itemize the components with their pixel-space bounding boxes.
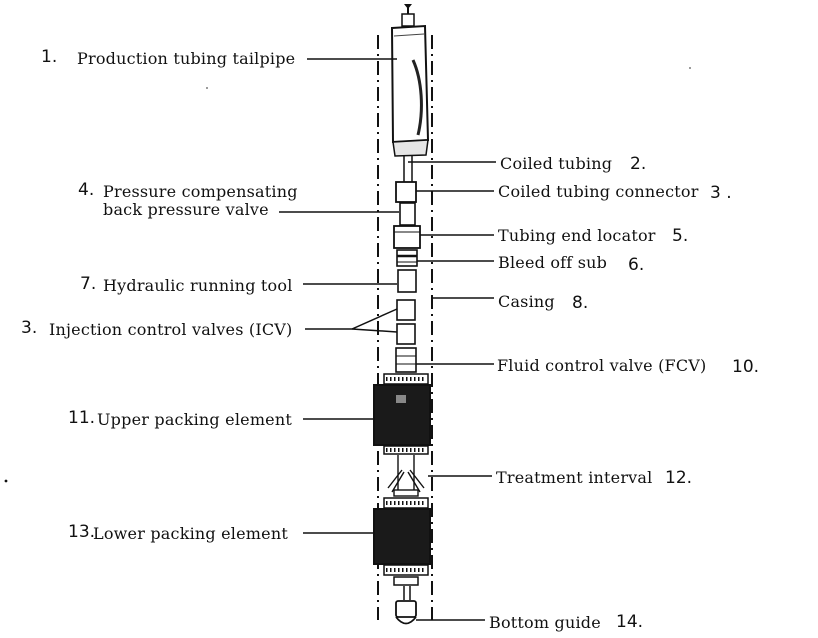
bleed-off-sub-label: Bleed off sub xyxy=(498,253,608,272)
injection-control-valve-lower xyxy=(396,323,416,345)
upper-packing-element xyxy=(373,373,431,455)
production-tubing-label: Production tubing tailpipe xyxy=(77,49,296,68)
pcbpv-label-line1: Pressure compensating xyxy=(103,182,298,201)
lower-packing-number: 13. xyxy=(68,522,96,542)
injection-control-valve-upper xyxy=(396,299,416,321)
leader-icv-upper xyxy=(305,308,398,330)
lower-packing-element xyxy=(373,497,431,586)
pcbpv-number: 4. xyxy=(78,180,95,200)
coiled-tubing-label: Coiled tubing xyxy=(500,154,613,173)
leader-lines xyxy=(279,58,496,621)
upper-packing-number: 11. xyxy=(68,408,96,428)
ct-connector-label: Coiled tubing connector xyxy=(498,182,699,201)
scan-speck xyxy=(689,67,691,69)
pcbpv-label-line2: back pressure valve xyxy=(103,200,269,219)
scan-speck xyxy=(4,479,8,483)
fcv-number: 10. xyxy=(732,357,760,377)
lower-packing-label: Lower packing element xyxy=(93,524,288,543)
hrt-number: 7. xyxy=(80,274,97,294)
treatment-interval-number: 12. xyxy=(665,468,693,488)
icv-label: Injection control valves (ICV) xyxy=(49,320,293,339)
coiled-tubing-connector xyxy=(395,181,417,203)
upper-packing-label: Upper packing element xyxy=(97,410,292,429)
treatment-interval-label: Treatment interval xyxy=(496,468,653,487)
leader-icv-lower xyxy=(351,328,398,333)
hydraulic-running-tool xyxy=(397,269,417,293)
casing-label: Casing xyxy=(498,292,555,311)
bottom-guide-label: Bottom guide xyxy=(489,613,601,632)
hrt-label: Hydraulic running tool xyxy=(103,276,293,295)
coiled-tubing-string xyxy=(403,156,413,182)
bleed-off-sub-number: 6. xyxy=(628,255,645,275)
coiled-tubing-number: 2. xyxy=(630,154,647,174)
tubing-end-locator-label: Tubing end locator xyxy=(498,226,656,245)
treatment-interval-section xyxy=(387,455,425,497)
casing-number: 8. xyxy=(572,293,589,313)
production-tubing-number: 1. xyxy=(41,47,58,67)
bottom-guide xyxy=(395,586,417,625)
tubing-end-locator xyxy=(393,225,421,249)
production-tubing-tailpipe xyxy=(390,4,430,157)
icv-number: 3. xyxy=(21,318,38,338)
fcv-label: Fluid control valve (FCV) xyxy=(497,356,707,375)
tubing-end-locator-number: 5. xyxy=(672,226,689,246)
fluid-control-valve xyxy=(395,347,417,373)
ct-connector-number: 3 . xyxy=(710,183,732,203)
scan-speck xyxy=(206,87,208,89)
bottom-guide-number: 14. xyxy=(616,612,644,632)
bleed-off-sub xyxy=(396,249,418,267)
back-pressure-valve xyxy=(399,202,416,226)
